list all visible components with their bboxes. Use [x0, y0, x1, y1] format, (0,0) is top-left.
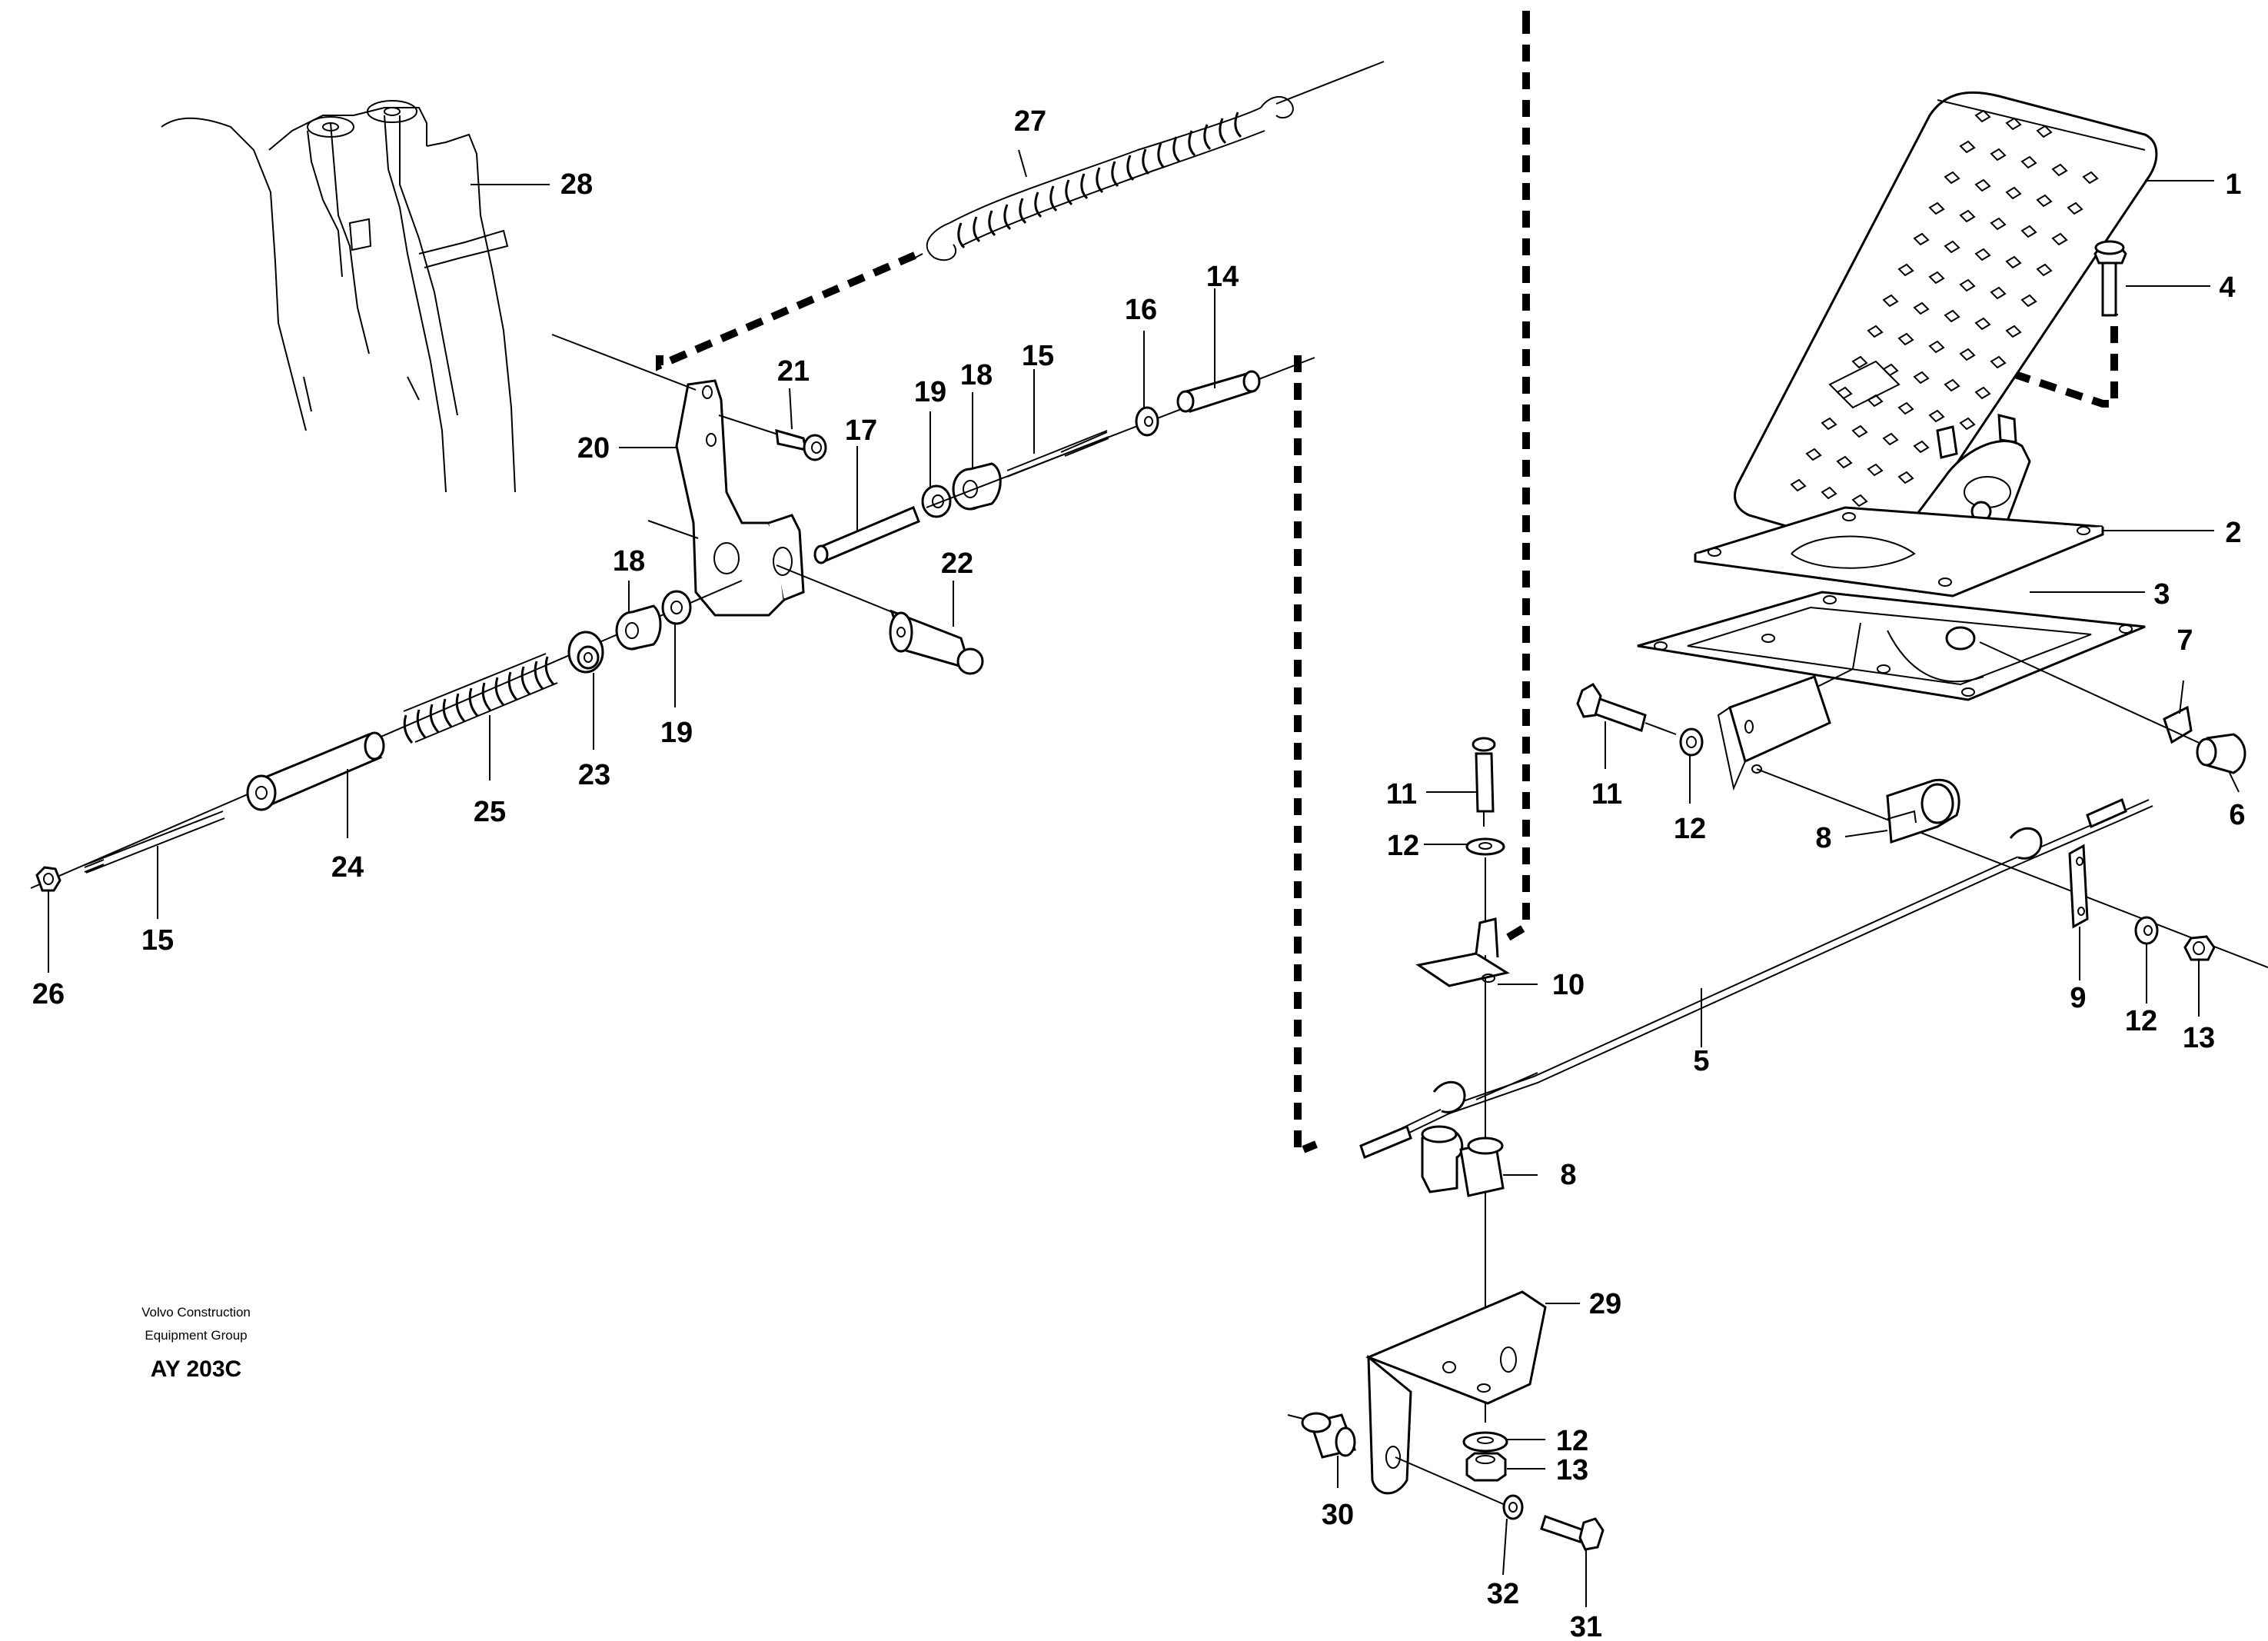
ball-joint-6 [1945, 626, 2246, 793]
callout-19-lower: 19 [660, 717, 693, 749]
callout-12-right: 12 [1674, 813, 1706, 845]
callout-27: 27 [1014, 105, 1046, 138]
rod-15-lower [84, 811, 225, 874]
callout-24: 24 [331, 851, 364, 884]
washer-12-right [1679, 727, 1704, 757]
callout-labels: 1 2 3 4 5 6 7 8 8 9 10 11 11 12 12 12 12… [32, 105, 2246, 1641]
callout-25: 25 [474, 796, 506, 828]
clamp-8-upper [1886, 778, 1960, 844]
callout-12-vertical-upper: 12 [1387, 830, 1419, 862]
callout-7: 7 [2177, 624, 2193, 657]
callout-31: 31 [1570, 1611, 1602, 1641]
callout-16: 16 [1125, 294, 1157, 326]
callout-29: 29 [1589, 1288, 1621, 1320]
cable-5 [1359, 797, 2153, 1160]
callout-3: 3 [2153, 578, 2170, 611]
callout-4: 4 [2219, 271, 2235, 304]
bushing-23 [567, 631, 604, 674]
nut-13-lower-right [2183, 935, 2216, 961]
dashed-connection-lines [656, 11, 2118, 1158]
mounting-plate-2 [1694, 506, 2214, 597]
callout-9: 9 [2070, 982, 2086, 1014]
washer-12-vertical-upper [1465, 837, 1505, 856]
callout-8-upper: 8 [1815, 822, 1831, 854]
callout-23: 23 [578, 759, 610, 791]
callout-1: 1 [2225, 168, 2241, 201]
nut-13-vertical-lower [1465, 1452, 1507, 1482]
bracket-10 [1415, 917, 1510, 987]
washer-32 [1502, 1494, 1524, 1520]
credit-line-2: Equipment Group [145, 1328, 247, 1343]
callout-8-lower: 8 [1560, 1159, 1576, 1191]
gasket-3 [1637, 591, 2146, 701]
credit-block: Volvo Construction Equipment Group AY 20… [141, 1305, 251, 1382]
callout-18-upper: 18 [960, 359, 993, 391]
callout-28: 28 [560, 168, 593, 201]
callout-6: 6 [2229, 799, 2245, 831]
bushing-18-upper [952, 462, 1002, 511]
washer-19-upper [921, 484, 952, 518]
callout-12-lower-right: 12 [2125, 1005, 2157, 1037]
callout-13-vertical-lower: 13 [1556, 1454, 1588, 1486]
callout-11-right: 11 [1591, 778, 1622, 811]
clamp-8-lower [1421, 1125, 1505, 1197]
bolt-11-vertical [1472, 737, 1496, 827]
pin-17 [813, 506, 920, 564]
machine-frame-28 [161, 100, 550, 493]
screw-21 [718, 414, 827, 461]
bolt-11-right [1576, 683, 1677, 735]
bolt-4 [2093, 240, 2210, 317]
drawing-code: AY 203C [151, 1356, 241, 1382]
nut-26 [35, 866, 62, 892]
callout-14: 14 [1206, 261, 1239, 293]
bracket-9 [2068, 844, 2089, 929]
tube-24 [246, 731, 385, 811]
callout-11-vertical: 11 [1386, 778, 1417, 811]
callout-10: 10 [1552, 969, 1585, 1001]
callout-21: 21 [777, 355, 810, 388]
callout-19-upper: 19 [914, 376, 946, 408]
pedal-1 [1734, 91, 2214, 566]
callout-15-lower: 15 [141, 924, 174, 957]
callout-12-vertical-lower: 12 [1556, 1425, 1588, 1457]
callout-22: 22 [941, 548, 973, 580]
compression-spring-25 [403, 653, 558, 744]
sleeve-14 [1176, 370, 1261, 413]
bushing-18-lower [615, 604, 662, 651]
credit-line-1: Volvo Construction [141, 1305, 251, 1320]
clip-7 [2163, 680, 2193, 744]
bolt-31 [1395, 1456, 1605, 1551]
callout-2: 2 [2225, 517, 2241, 549]
callout-15-upper: 15 [1022, 340, 1054, 372]
leader-lines [48, 149, 2200, 1607]
washer-12-vertical-lower [1462, 1431, 1508, 1453]
callout-5: 5 [1693, 1045, 1709, 1077]
callout-26: 26 [32, 978, 65, 1010]
tension-spring-27 [910, 61, 1385, 261]
washer-12-lower-right [2134, 916, 2159, 945]
washer-16 [1135, 406, 1159, 437]
washer-19-lower [661, 590, 692, 625]
bushing-30 [1287, 1412, 1357, 1459]
callout-30: 30 [1322, 1499, 1354, 1531]
pin-22 [776, 564, 984, 675]
callout-13-lower-right: 13 [2183, 1022, 2215, 1054]
cable-bracket [1717, 675, 2268, 969]
callout-17: 17 [845, 414, 877, 447]
callout-18-lower: 18 [613, 545, 645, 578]
lever-bracket-20 [551, 334, 805, 617]
callout-20: 20 [577, 432, 610, 464]
callout-32: 32 [1487, 1578, 1519, 1610]
